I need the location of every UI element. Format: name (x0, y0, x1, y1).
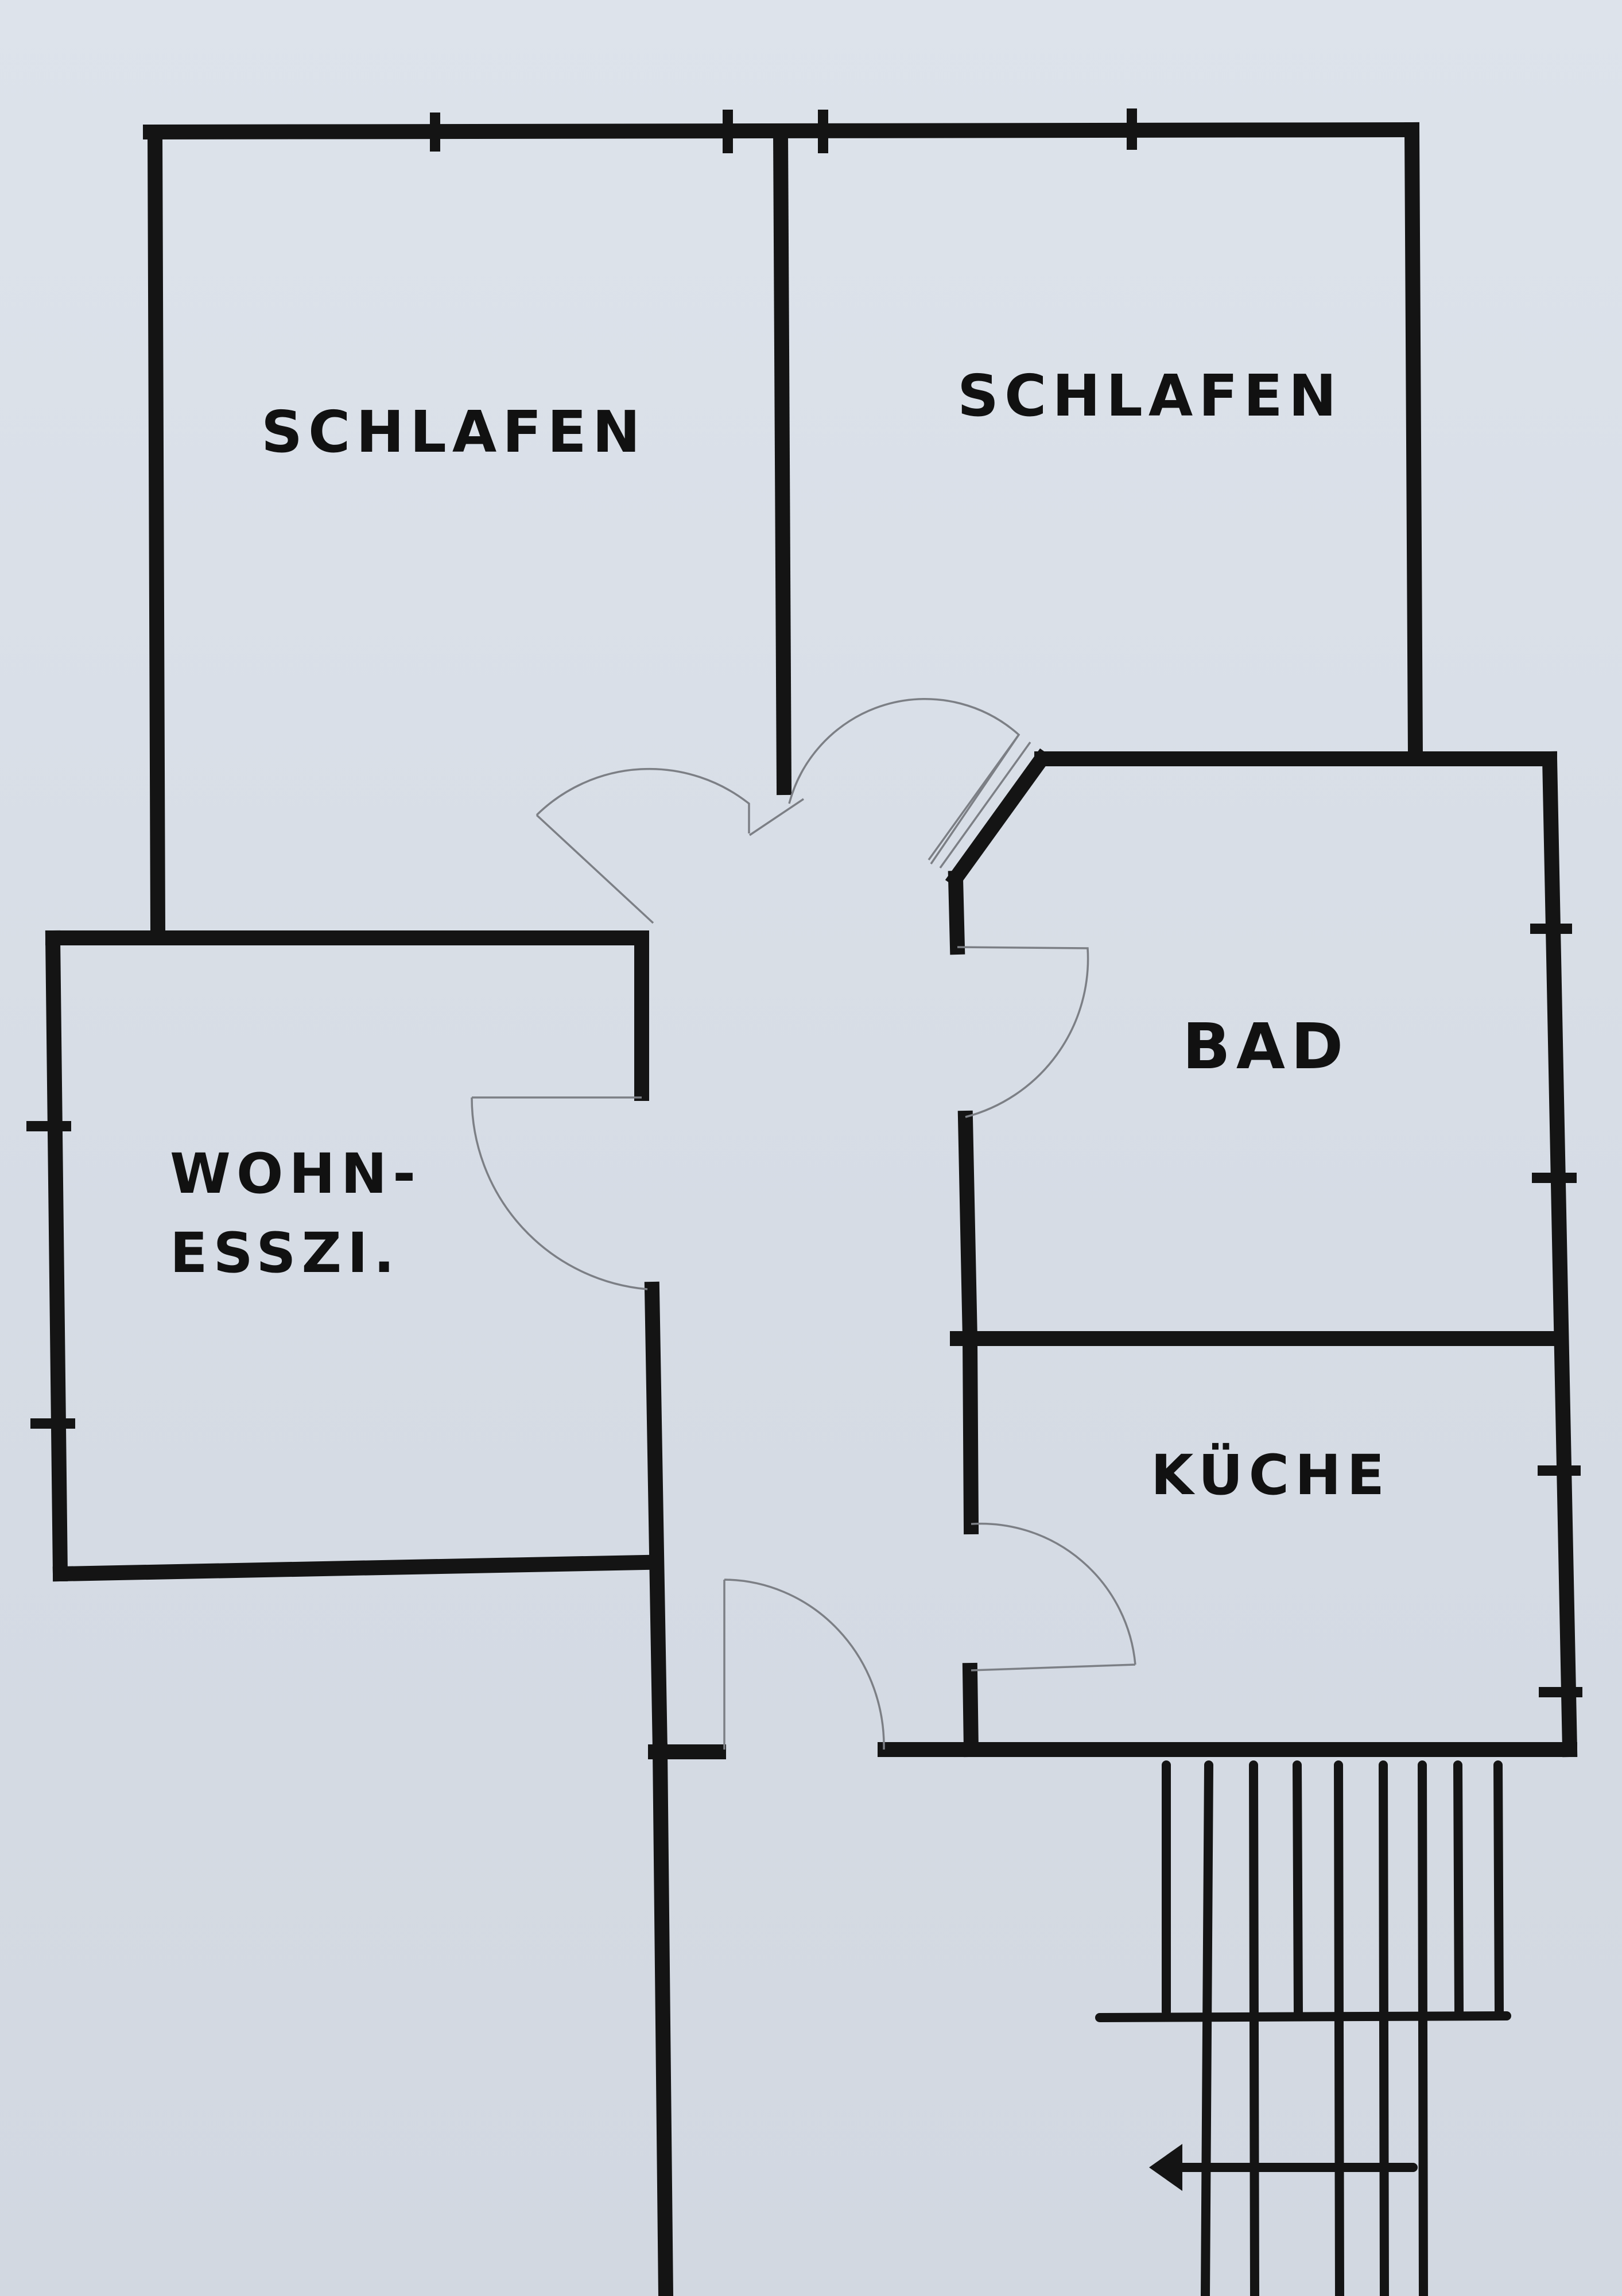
living-bottom-wall (52, 1554, 652, 1582)
door-bath-glass (928, 734, 1031, 869)
staircase (1095, 1760, 1511, 2296)
kitchen-label: KÜCHE (1151, 1443, 1391, 1507)
bedroom-right-east-wall (1404, 122, 1423, 763)
stair-tread (1249, 1760, 1259, 2296)
kitchen-walls (962, 1331, 1582, 1758)
living-label-line1: WOHN- (170, 1142, 422, 1206)
bedroom-right-label: SCHLAFEN (957, 362, 1342, 429)
door-bedroom-right (749, 698, 1020, 864)
door-bath (957, 946, 1089, 1118)
bath-west-wall-lower (957, 1110, 978, 1347)
stair-tread (1334, 1760, 1344, 2296)
hall-walls (648, 1742, 1577, 2296)
bedroom-left-label: SCHLAFEN (261, 398, 646, 466)
door-entrance (723, 1578, 885, 1750)
east-wall (1542, 751, 1578, 1758)
bath-diagonal-wall (945, 748, 1053, 889)
bath-west-wall-upper (948, 870, 965, 955)
bedroom-left-west-wall (147, 124, 166, 938)
door-living (471, 1096, 648, 1290)
bathroom-walls (945, 748, 1578, 1758)
living-room-walls (26, 930, 668, 1759)
stair-west-wall (652, 1743, 674, 2296)
stair-tread (1293, 1760, 1303, 2016)
kitchen-door-stub (962, 1662, 979, 1758)
stair-tread (1418, 1760, 1428, 2296)
living-east-wall-lower (644, 1281, 668, 1759)
stair-tread (1379, 1760, 1389, 2296)
arrow-left-icon (1149, 2144, 1182, 2191)
stair-tread (1493, 1760, 1504, 2016)
door-swings (471, 698, 1136, 1750)
stair-tread (1453, 1760, 1464, 2016)
living-west-wall (45, 930, 68, 1582)
stair-landing-line (1095, 2011, 1511, 2022)
kitchen-west-wall (962, 1331, 979, 1535)
living-label-line2: ESSZI. (170, 1221, 401, 1285)
door-bedroom-left (536, 767, 750, 924)
bedroom-divider-wall (773, 124, 792, 796)
door-kitchen (971, 1522, 1136, 1671)
bedroom-walls (142, 108, 1423, 938)
bathroom-label: BAD (1182, 1010, 1349, 1083)
stair-tread (1201, 1760, 1213, 2296)
